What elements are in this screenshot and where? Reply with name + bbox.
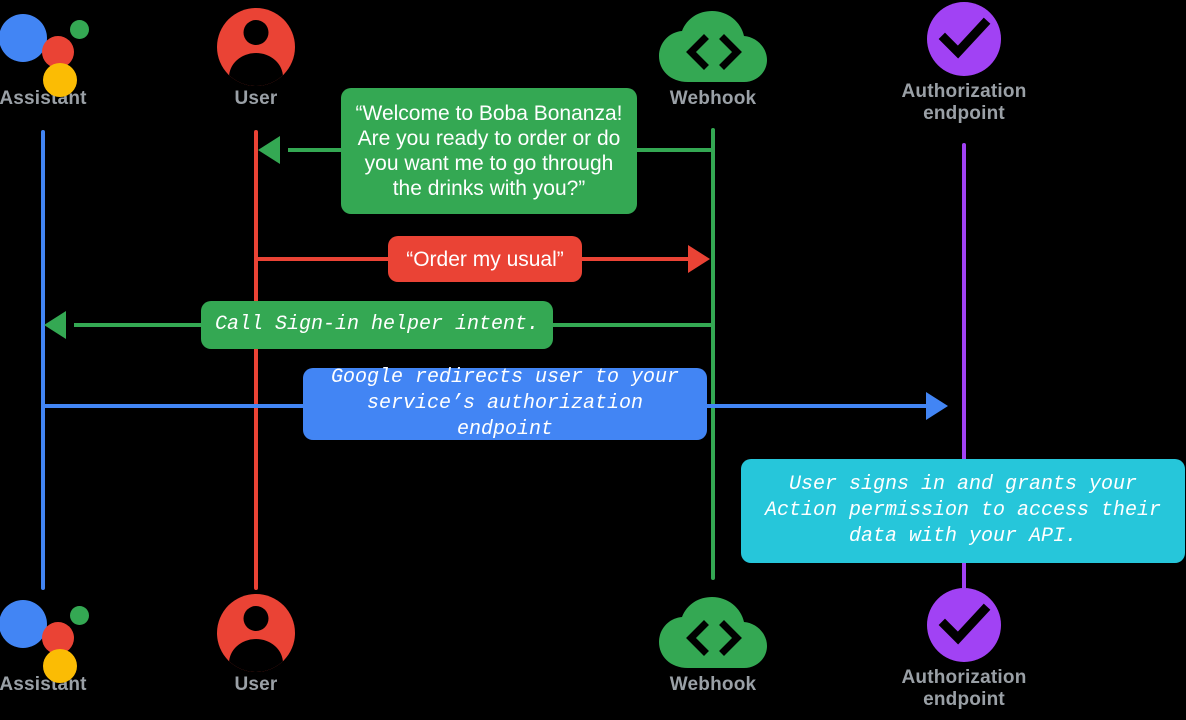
cloud-code-svg — [659, 597, 767, 668]
actor-label-webhook-bottom: Webhook — [669, 674, 757, 695]
note-user-signs-in: User signs in and grants your Action per… — [741, 459, 1185, 563]
message-bubble-redirect-text: Google redirects user to your service’s … — [313, 365, 697, 443]
check-mark-svg — [938, 603, 991, 645]
note-line-3: data with your API. — [848, 525, 1078, 548]
actor-auth-endpoint-bottom: Authorization endpoint — [864, 588, 1064, 711]
actor-user-top: User — [156, 8, 356, 110]
actor-assistant-bottom: Assistant — [0, 594, 143, 696]
auth-label-line2: endpoint — [923, 103, 1005, 124]
actor-label-webhook-top: Webhook — [669, 88, 757, 109]
assistant-dot-red — [42, 36, 74, 68]
webhook-icon-wrap — [613, 6, 813, 86]
message-bubble-welcome-text: “Welcome to Boba Bonanza! Are you ready … — [351, 101, 627, 201]
user-avatar-body — [229, 639, 283, 672]
note-line-2: Action permission to access their — [764, 499, 1162, 522]
assistant-dot-blue — [0, 600, 47, 648]
assistant-dot-green — [70, 606, 89, 625]
welcome-line-2: Are you ready to order or do — [357, 127, 621, 150]
cloud-code-svg — [659, 11, 767, 82]
actor-assistant-top: Assistant — [0, 8, 143, 110]
cloud-code-icon — [658, 10, 768, 86]
welcome-line-1: “Welcome to Boba Bonanza! — [355, 102, 623, 125]
redirect-line-1: Google redirects user to your — [330, 366, 680, 389]
arrowhead-order-usual — [688, 245, 710, 273]
auth-label-line1: Authorization — [901, 667, 1027, 688]
cloud-code-icon — [658, 596, 768, 672]
message-bubble-order-usual-text: “Order my usual” — [406, 247, 564, 271]
assistant-dot-yellow — [43, 63, 77, 97]
user-icon-wrap — [156, 8, 356, 88]
assistant-icon-wrap — [0, 8, 143, 97]
user-avatar-head — [243, 20, 269, 45]
welcome-line-3: you want me to go through — [364, 152, 614, 175]
message-bubble-signin-helper: Call Sign-in helper intent. — [201, 301, 553, 349]
assistant-dot-yellow — [43, 649, 77, 683]
actor-auth-endpoint-top: Authorization endpoint — [864, 2, 1064, 125]
note-line-1: User signs in and grants your — [788, 473, 1138, 496]
actor-label-auth-endpoint-top: Authorization endpoint — [864, 80, 1064, 125]
user-avatar-icon — [217, 594, 295, 672]
lifeline-webhook — [711, 128, 715, 580]
message-bubble-signin-helper-text: Call Sign-in helper intent. — [214, 313, 540, 336]
assistant-dot-red — [42, 622, 74, 654]
message-bubble-redirect: Google redirects user to your service’s … — [303, 365, 707, 443]
auth-label-line2: endpoint — [923, 689, 1005, 710]
arrowhead-signin-helper — [44, 311, 66, 339]
google-assistant-icon — [0, 8, 95, 97]
arrowhead-welcome — [258, 136, 280, 164]
lifeline-user — [254, 130, 258, 590]
actor-webhook-bottom: Webhook — [613, 592, 813, 696]
welcome-line-4: the drinks with you?” — [392, 177, 586, 200]
message-bubble-order-usual: “Order my usual” — [388, 236, 582, 282]
google-assistant-icon — [0, 594, 95, 683]
actor-label-user-bottom: User — [234, 674, 278, 695]
assistant-dot-blue — [0, 14, 47, 62]
purple-check-circle-icon — [927, 2, 1001, 76]
note-user-signs-in-text: User signs in and grants your Action per… — [753, 472, 1173, 550]
auth-icon-wrap — [864, 2, 1064, 80]
purple-check-circle-icon — [927, 588, 1001, 662]
actor-user-bottom: User — [156, 594, 356, 696]
assistant-dot-green — [70, 20, 89, 39]
redirect-line-2: service’s authorization endpoint — [366, 392, 644, 441]
actor-label-auth-endpoint-bottom: Authorization endpoint — [864, 666, 1064, 711]
lifeline-assistant — [41, 130, 45, 590]
webhook-icon-wrap-bottom — [613, 592, 813, 672]
actor-webhook-top: Webhook — [613, 6, 813, 110]
actor-label-user-top: User — [234, 88, 278, 109]
arrowhead-redirect — [926, 392, 948, 420]
message-bubble-welcome: “Welcome to Boba Bonanza! Are you ready … — [341, 88, 637, 214]
auth-icon-wrap-bottom — [864, 588, 1064, 666]
user-avatar-head — [243, 606, 269, 631]
lifeline-auth-endpoint — [962, 143, 966, 590]
user-icon-wrap-bottom — [156, 594, 356, 674]
user-avatar-body — [229, 53, 283, 86]
user-avatar-icon — [217, 8, 295, 86]
assistant-icon-wrap-bottom — [0, 594, 143, 683]
check-mark-svg — [938, 17, 991, 59]
auth-label-line1: Authorization — [901, 81, 1027, 102]
